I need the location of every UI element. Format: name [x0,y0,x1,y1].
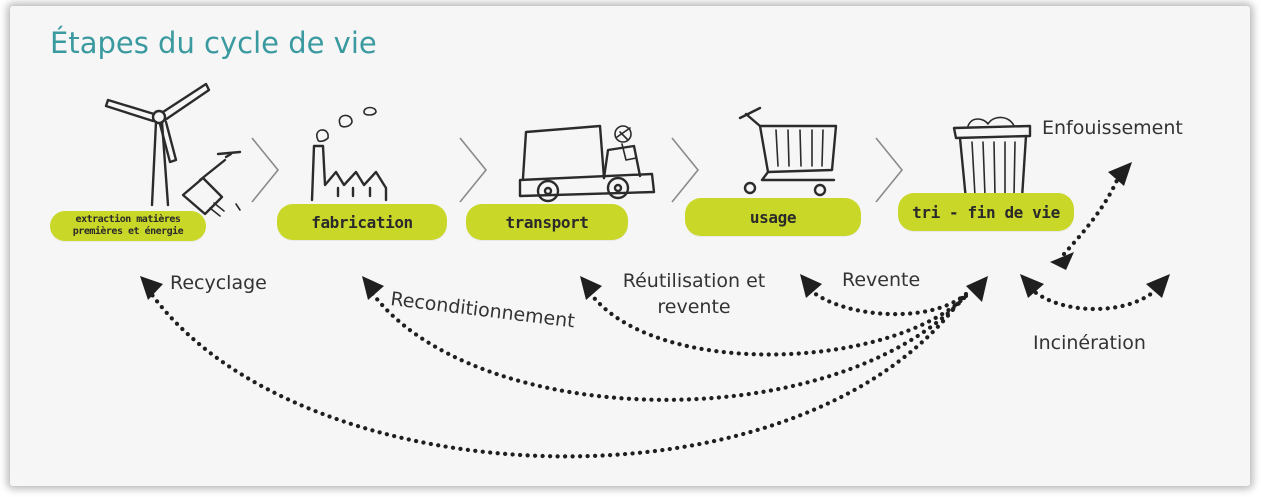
stage-extraction-label-line1: extraction matières [75,214,181,225]
label-reutilisation-et-revente: Réutilisation et revente [606,268,782,320]
enfouissement-bottom-arrowhead [1050,252,1074,270]
wind-turbine-shovel-icon [104,82,242,217]
page-title: Étapes du cycle de vie [50,26,377,60]
stage-usage-label: usage [749,207,797,227]
stage-fabrication: fabrication [277,204,447,240]
chevron-1-icon [251,137,280,203]
reutilisation-arrowhead [580,276,602,300]
stage-tri-fin-de-vie: tri - fin de vie [898,193,1074,231]
tri-out-arrowhead [966,276,988,302]
label-reutilisation-line1: Réutilisation et [622,270,766,292]
chevron-2-icon [459,137,488,203]
label-enfouissement: Enfouissement [1042,117,1183,139]
enfouissement-top-arrowhead [1108,162,1132,186]
stage-fabrication-label: fabrication [311,212,413,232]
stage-tri-label: tri - fin de vie [912,202,1060,222]
diagram-frame [10,6,1250,486]
enfouissement-arc [1061,175,1121,257]
reconditionnement-arrowhead [362,276,384,300]
stage-transport: transport [466,204,628,240]
factory-icon [310,106,388,202]
stage-transport-label: transport [505,212,589,232]
stage-usage: usage [685,198,861,236]
trash-bin-icon [952,116,1032,202]
revente-arc [805,285,969,317]
shopping-cart-icon [738,106,838,197]
stage-extraction: extraction matières premières et énergie [50,211,206,241]
truck-icon [518,124,656,203]
revente-arrowhead [800,274,822,298]
label-recyclage: Recyclage [170,272,267,294]
incineration-arc [1027,285,1161,311]
label-revente: Revente [842,269,921,291]
reconditionnement-arc [367,287,967,402]
recyclage-arc [147,289,965,459]
label-reutilisation-line2: revente [657,296,731,318]
recyclage-arrowhead [140,276,163,300]
reutilisation-arc [585,287,969,357]
chevron-3-icon [671,137,700,203]
label-incineration: Incinération [1033,332,1146,354]
stage-extraction-label-line2: premières et énergie [72,226,184,237]
incineration-left-arrowhead [1020,274,1044,298]
incineration-right-arrowhead [1146,274,1170,298]
chevron-4-icon [875,137,904,203]
